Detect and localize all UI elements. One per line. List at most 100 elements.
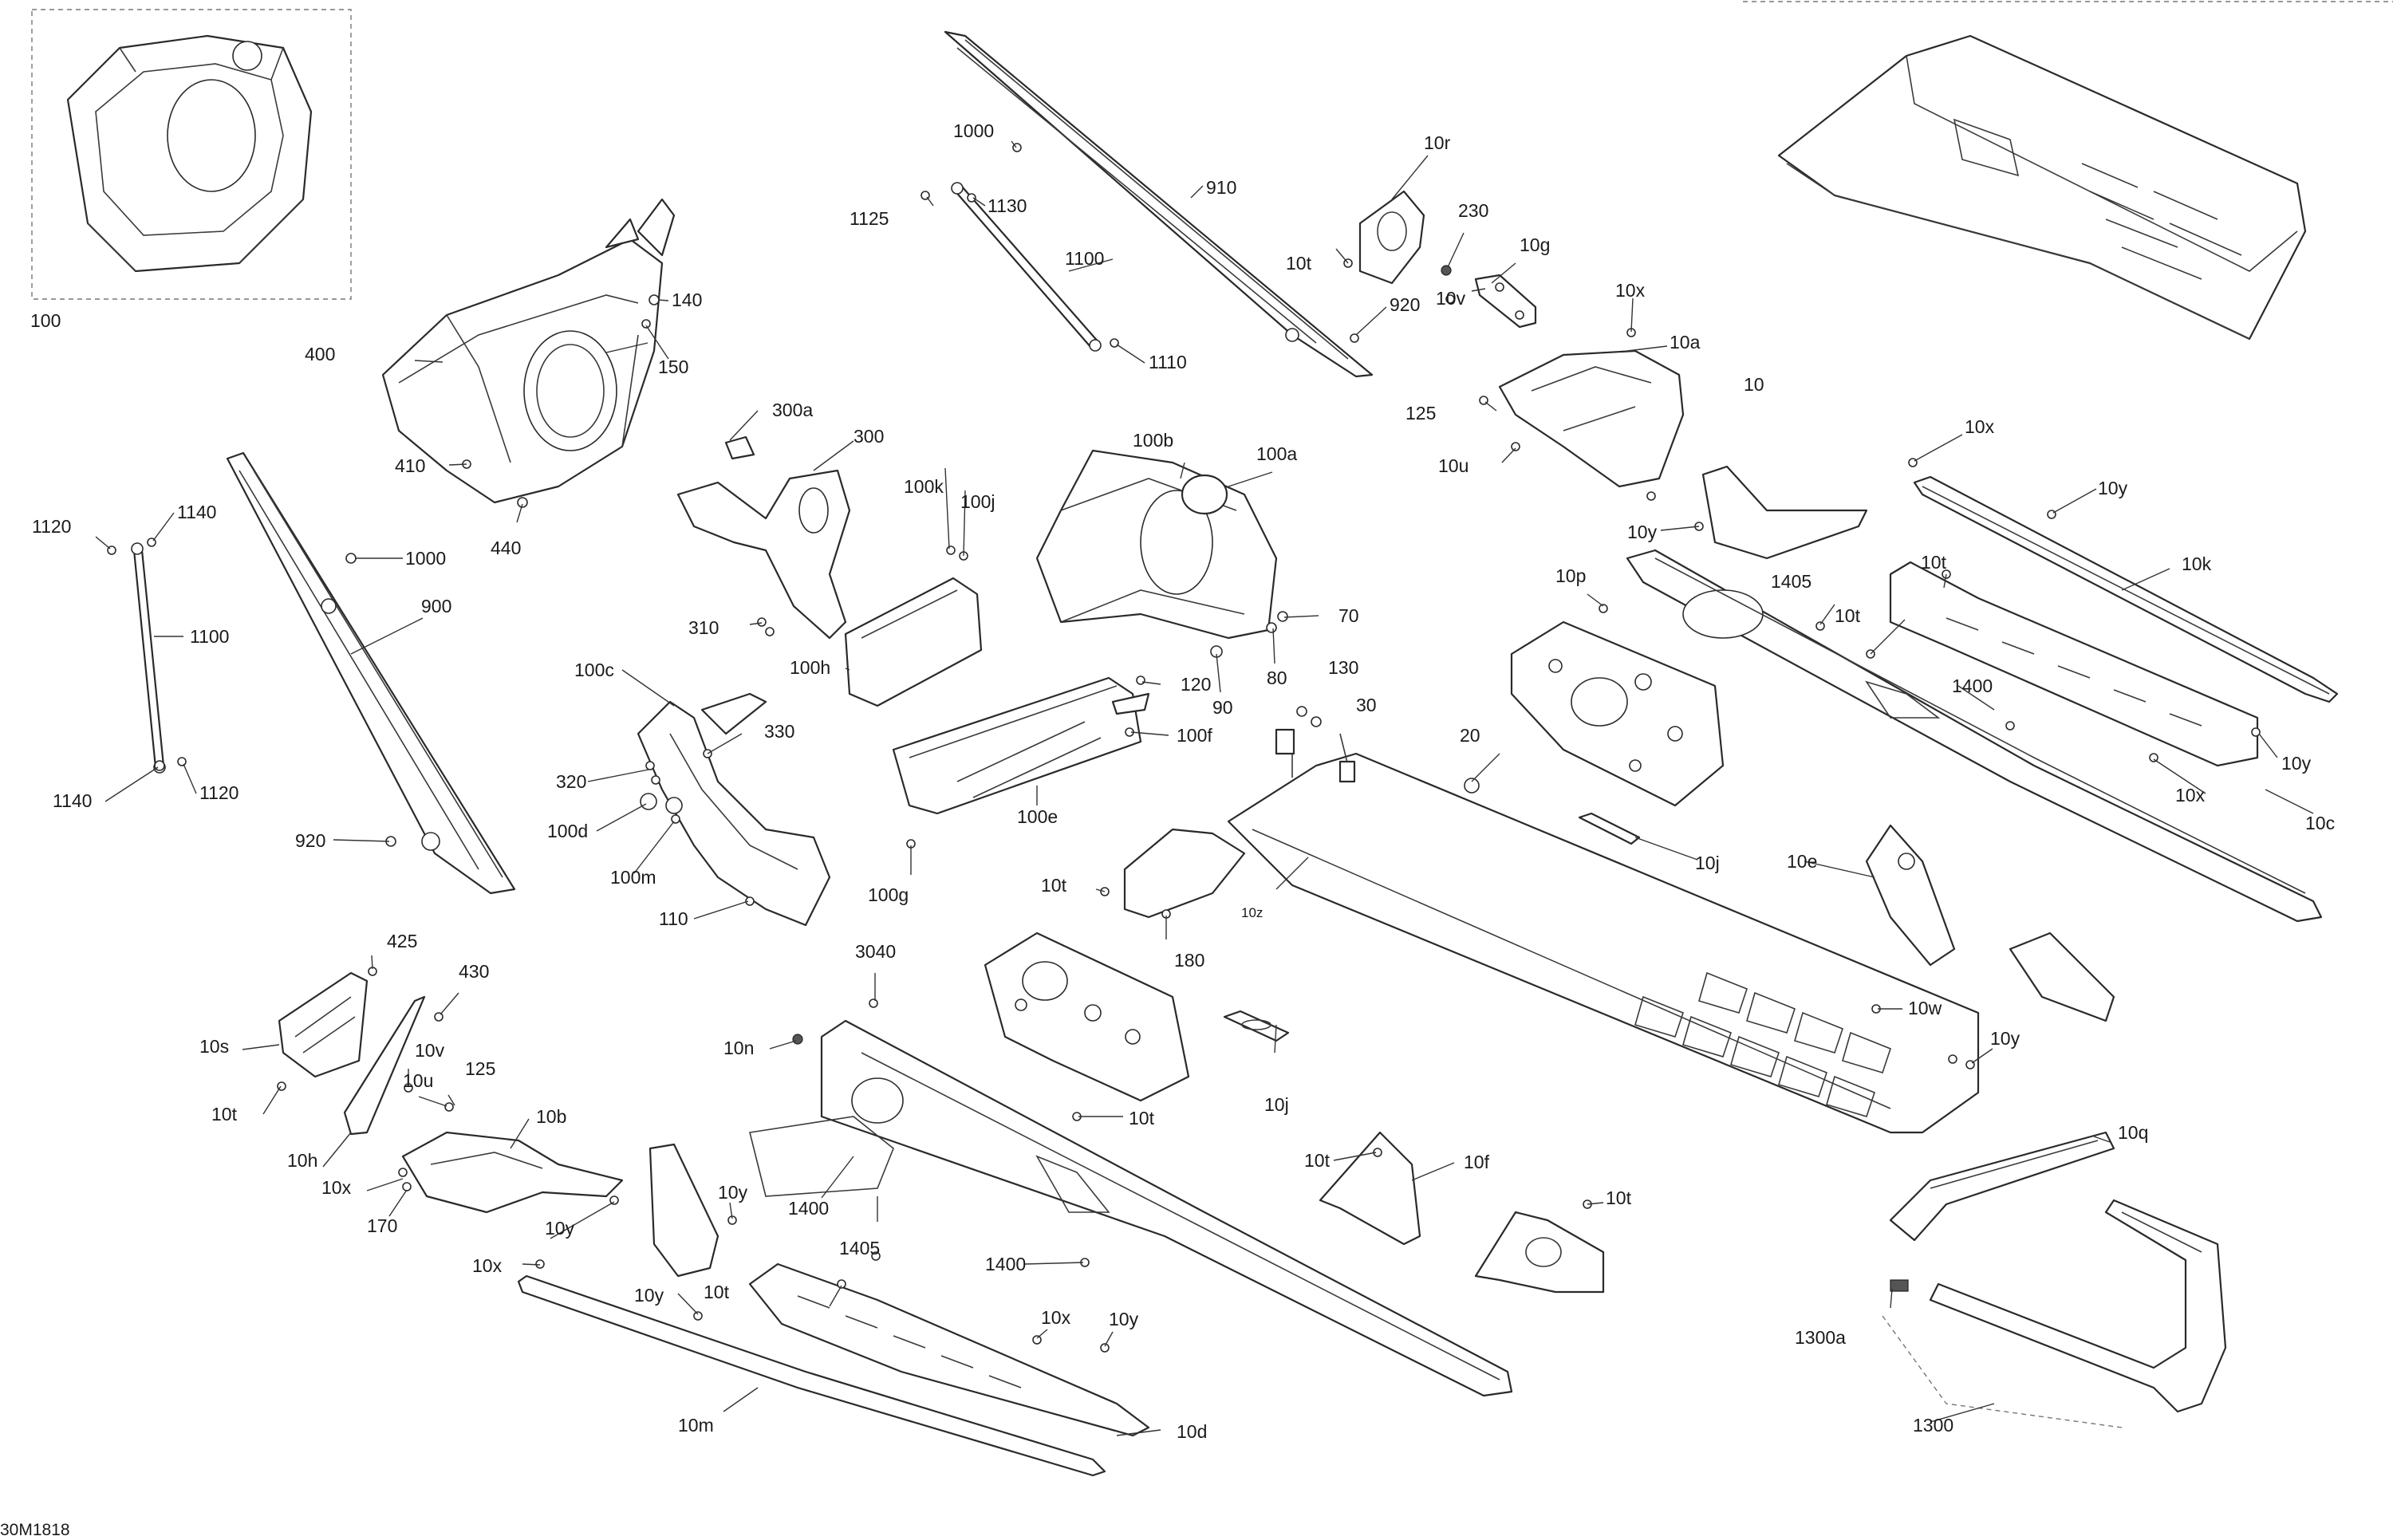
callout-100k: 100k: [904, 476, 944, 497]
callout-10t-i: 10t: [1606, 1187, 1632, 1208]
callout-10c: 10c: [2305, 813, 2335, 833]
callout-125-left: 125: [465, 1058, 495, 1079]
gusset-10t-lower: [1474, 1211, 1605, 1294]
callout-1405-right: 1405: [1771, 571, 1812, 592]
console-support-100b: [1035, 449, 1278, 640]
callout-1000-top: 1000: [953, 120, 994, 141]
callout-1140-top: 1140: [177, 502, 216, 522]
callout-400: 400: [305, 344, 335, 364]
guard-10s: [278, 971, 369, 1078]
tunnel-side-plate-upper: [1510, 620, 1725, 807]
chassis-side-left: [749, 1019, 1513, 1397]
callout-10x-c: 10x: [2175, 785, 2206, 805]
bracket-10b: [401, 1131, 624, 1214]
bumper-10q: [1889, 1131, 2115, 1242]
callout-100h: 100h: [790, 657, 830, 678]
callout-10a: 10a: [1670, 332, 1701, 353]
inset-front-frame-assembly: [31, 9, 352, 300]
callout-170: 170: [367, 1215, 397, 1236]
chassis-10d: [748, 1262, 1150, 1437]
callout-10v-b: 10v: [415, 1040, 445, 1061]
inset-rear-tunnel-assembly: [1743, 1, 2393, 341]
callout-10y-b: 10y: [1627, 522, 1658, 542]
callout-1300: 1300: [1913, 1415, 1953, 1436]
tunnel-10z: [1123, 728, 1980, 1134]
callout-70: 70: [1338, 605, 1359, 626]
callout-10x-f: 10x: [1041, 1307, 1071, 1328]
callout-1000-left: 1000: [405, 548, 446, 569]
callout-10u-a: 10u: [1438, 455, 1469, 476]
callout-10t-b: 10t: [1835, 605, 1861, 626]
callout-10t-c: 10t: [1921, 552, 1947, 573]
callout-410: 410: [395, 455, 425, 476]
callout-120: 120: [1181, 674, 1211, 695]
callout-30: 30: [1356, 695, 1377, 715]
callout-130: 130: [1328, 657, 1358, 678]
callout-10g: 10g: [1520, 234, 1550, 255]
callout-150: 150: [658, 356, 688, 377]
mount-10a: [1498, 349, 1685, 488]
callout-310: 310: [688, 617, 719, 638]
callout-1400-middle: 1400: [985, 1254, 1026, 1274]
plate-10j-upper: [1578, 812, 1641, 845]
plate-10j-lower: [1223, 1010, 1290, 1042]
callout-100f: 100f: [1177, 725, 1212, 746]
callout-10j-upper: 10j: [1695, 853, 1720, 873]
callout-910: 910: [1206, 177, 1236, 198]
callout-100b: 100b: [1133, 430, 1173, 451]
callout-1400-left: 1400: [788, 1198, 829, 1219]
callout-10v-a: 10v: [1436, 288, 1466, 309]
callout-110: 110: [659, 908, 688, 929]
callout-1110: 1110: [1149, 352, 1187, 372]
callout-920-right: 920: [1390, 294, 1420, 315]
callout-10x-d: 10x: [321, 1177, 352, 1198]
bracket-10r: [1358, 190, 1425, 285]
callout-90: 90: [1212, 697, 1233, 718]
callout-100g: 100g: [868, 884, 909, 905]
callout-3040: 3040: [855, 941, 896, 962]
callout-10t-g: 10t: [704, 1282, 730, 1302]
callout-1400-right: 1400: [1952, 675, 1993, 696]
callout-10y-a: 10y: [2098, 478, 2128, 498]
callout-100c: 100c: [574, 660, 614, 680]
callout-425: 425: [387, 931, 417, 951]
callout-10y-g: 10y: [634, 1285, 664, 1306]
callout-10u-b: 10u: [403, 1070, 433, 1091]
rod-1100-left: [131, 542, 166, 774]
callout-10: 10: [1744, 374, 1764, 395]
callout-10x-e: 10x: [472, 1255, 503, 1276]
callout-100d: 100d: [547, 821, 588, 841]
callout-1120-bottom: 1120: [199, 782, 239, 803]
callout-920-left: 920: [295, 830, 325, 851]
callout-10x-a: 10x: [1615, 280, 1646, 301]
bracket-1400-left: [649, 1143, 719, 1278]
callout-1100-top: 1100: [1065, 248, 1104, 269]
callout-10b: 10b: [536, 1106, 566, 1127]
callout-100j: 100j: [960, 491, 995, 512]
callout-1140-bottom: 1140: [53, 790, 92, 811]
callout-1300a: 1300a: [1795, 1327, 1846, 1348]
callout-labels: 100 400 140 150 410 440 1120 1140 1000 1…: [0, 120, 2335, 1539]
arm-10h: [343, 995, 426, 1136]
callout-10y-d: 10y: [1990, 1028, 2020, 1049]
callout-10t-a: 10t: [1286, 253, 1312, 274]
callout-10r: 10r: [1424, 132, 1451, 153]
callout-1120-top: 1120: [32, 516, 71, 537]
callout-430: 430: [459, 961, 489, 982]
bracket-10e: [1865, 824, 2115, 1022]
bracket-100c: [637, 692, 831, 927]
callout-80: 80: [1267, 668, 1287, 688]
callout-10m: 10m: [678, 1415, 714, 1436]
rail-10k: [1913, 475, 2339, 703]
callout-10w: 10w: [1908, 998, 1942, 1018]
callout-140: 140: [672, 289, 702, 310]
callout-10t-d: 10t: [1041, 875, 1067, 896]
callout-100: 100: [30, 310, 61, 331]
callout-330: 330: [764, 721, 794, 742]
callout-20: 20: [1460, 725, 1480, 746]
callout-10k: 10k: [2182, 553, 2212, 574]
callout-10d: 10d: [1177, 1421, 1207, 1442]
callout-1100-left: 1100: [190, 626, 229, 647]
support-910: [944, 30, 1374, 378]
